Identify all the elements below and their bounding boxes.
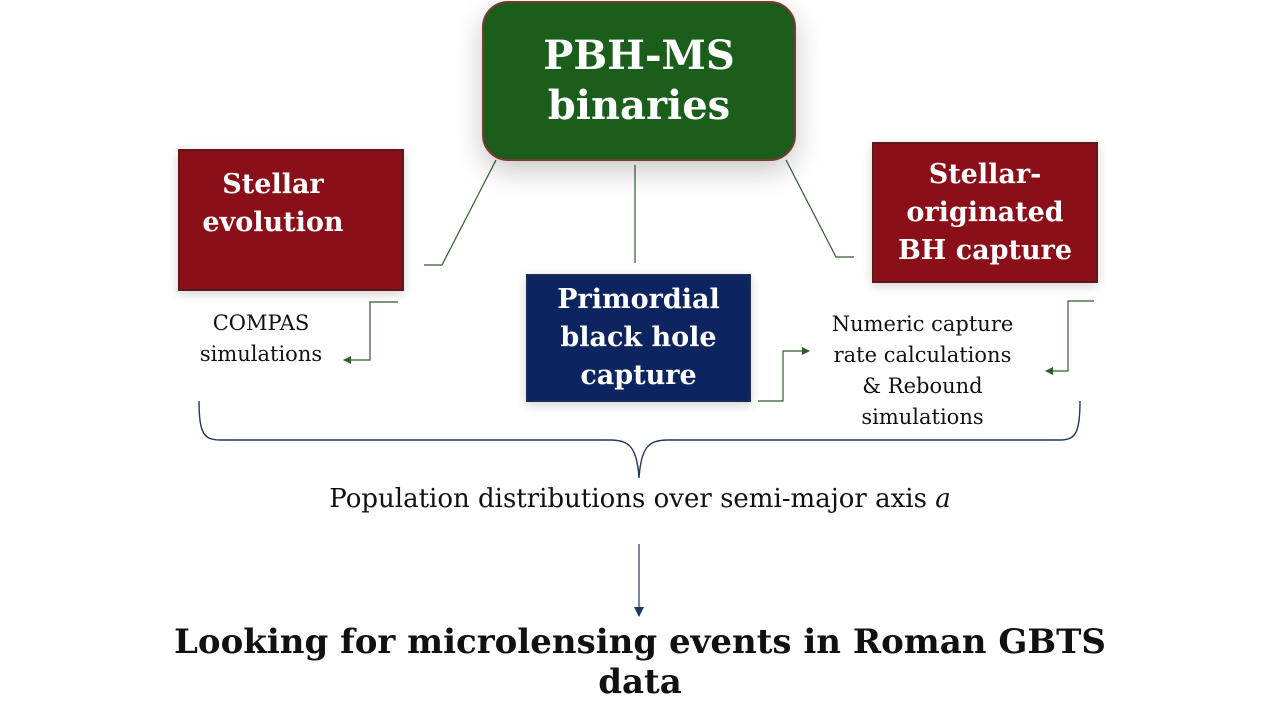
- compas-simulations-label: COMPAS simulations: [186, 308, 336, 370]
- primordial-black-hole-capture-box: Primordial black hole capture: [526, 274, 751, 402]
- numeric-line-3: & Rebound: [862, 374, 983, 398]
- arrow-primordial-to-numeric: [758, 347, 810, 402]
- connector-main-to-stellar-evolution: [424, 159, 497, 266]
- arrow-stellar-evolution-to-compas: [343, 301, 398, 364]
- stellar-bh-capture-line-3: BH capture: [897, 234, 1073, 266]
- population-distributions-label: Population distributions over semi-major…: [240, 484, 1040, 514]
- primordial-capture-line-3: capture: [580, 360, 697, 391]
- brace: [198, 400, 1081, 479]
- numeric-capture-label: Numeric capture rate calculations & Rebo…: [810, 309, 1035, 433]
- microlensing-goal-label: Looking for microlensing events in Roman…: [174, 622, 1106, 702]
- compas-line-1: COMPAS: [212, 311, 310, 335]
- stellar-evolution-box: Stellar evolution: [178, 149, 404, 291]
- connector-main-to-stellar-bh-capture: [785, 159, 854, 258]
- stellar-bh-capture-line-1: Stellar-: [928, 158, 1042, 190]
- arrow-stellar-bh-capture-to-numeric: [1045, 300, 1094, 375]
- compas-line-2: simulations: [199, 342, 323, 366]
- pbh-ms-binaries-line-2: binaries: [547, 82, 731, 129]
- numeric-line-2: rate calculations: [833, 343, 1012, 367]
- numeric-line-4: simulations: [861, 405, 984, 429]
- numeric-line-1: Numeric capture: [831, 312, 1014, 336]
- population-text: Population distributions over semi-major…: [329, 484, 927, 514]
- primordial-capture-line-2: black hole: [560, 322, 717, 353]
- pbh-ms-binaries-box: PBH-MS binaries: [482, 1, 796, 161]
- stellar-bh-capture-line-2: originated: [906, 196, 1064, 228]
- stellar-evolution-line-1: Stellar: [222, 169, 324, 200]
- stellar-originated-bh-capture-box: Stellar- originated BH capture: [872, 142, 1098, 283]
- semi-major-axis-variable: a: [935, 484, 951, 514]
- stellar-evolution-line-2: evolution: [202, 207, 344, 238]
- pbh-ms-binaries-line-1: PBH-MS: [543, 32, 735, 79]
- primordial-capture-line-1: Primordial: [557, 284, 720, 315]
